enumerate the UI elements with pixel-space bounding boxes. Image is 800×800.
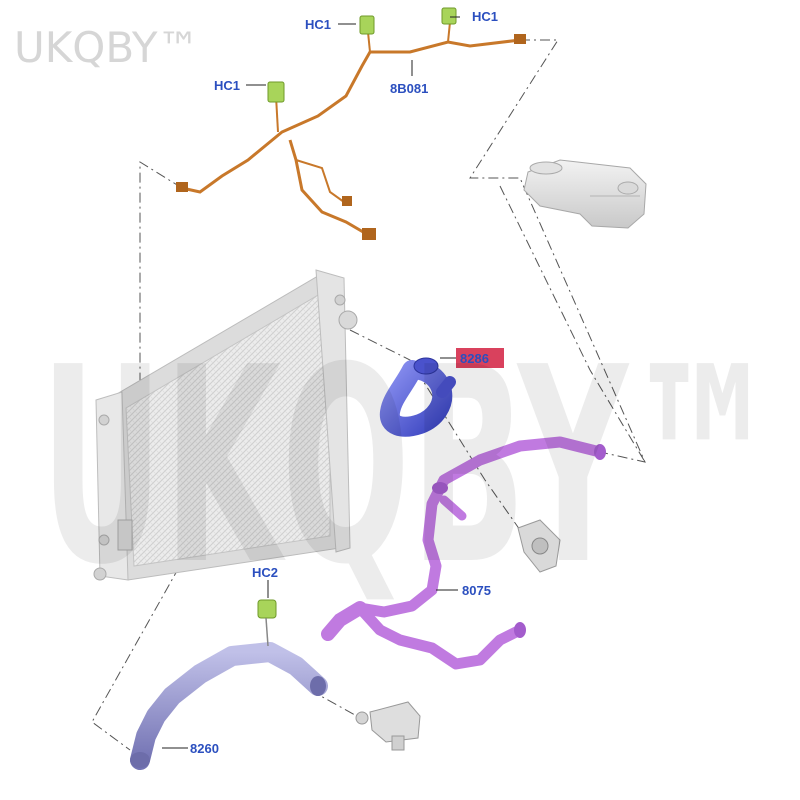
lower-radiator-hose	[130, 642, 328, 770]
coolant-expansion-tank	[523, 159, 647, 229]
label-hc1-left: HC1	[214, 78, 240, 93]
watermark-corner: UKQBY™	[14, 23, 200, 72]
wiring-harness	[176, 21, 526, 240]
coolant-valve	[355, 701, 421, 751]
highlight-8286	[456, 348, 504, 368]
leader-lines	[162, 16, 460, 749]
label-8286: 8286	[460, 351, 489, 366]
label-8260: 8260	[190, 741, 219, 756]
radiator	[93, 269, 358, 581]
purple-coolant-hose	[321, 436, 606, 670]
label-8b081: 8B081	[390, 81, 428, 96]
label-hc1-top: HC1	[305, 17, 331, 32]
label-hc2: HC2	[252, 565, 278, 580]
label-8075: 8075	[462, 583, 491, 598]
hc1-clip-top-right	[441, 7, 457, 25]
hc1-clip-left	[267, 81, 285, 103]
thermostat-housing	[517, 519, 561, 573]
upper-radiator-hose	[379, 357, 456, 437]
hc1-clip-top	[359, 15, 375, 35]
hc2-clip	[257, 599, 277, 647]
label-hc1-top-right: HC1	[472, 9, 498, 24]
watermark-center: UKQBY™	[40, 309, 780, 624]
